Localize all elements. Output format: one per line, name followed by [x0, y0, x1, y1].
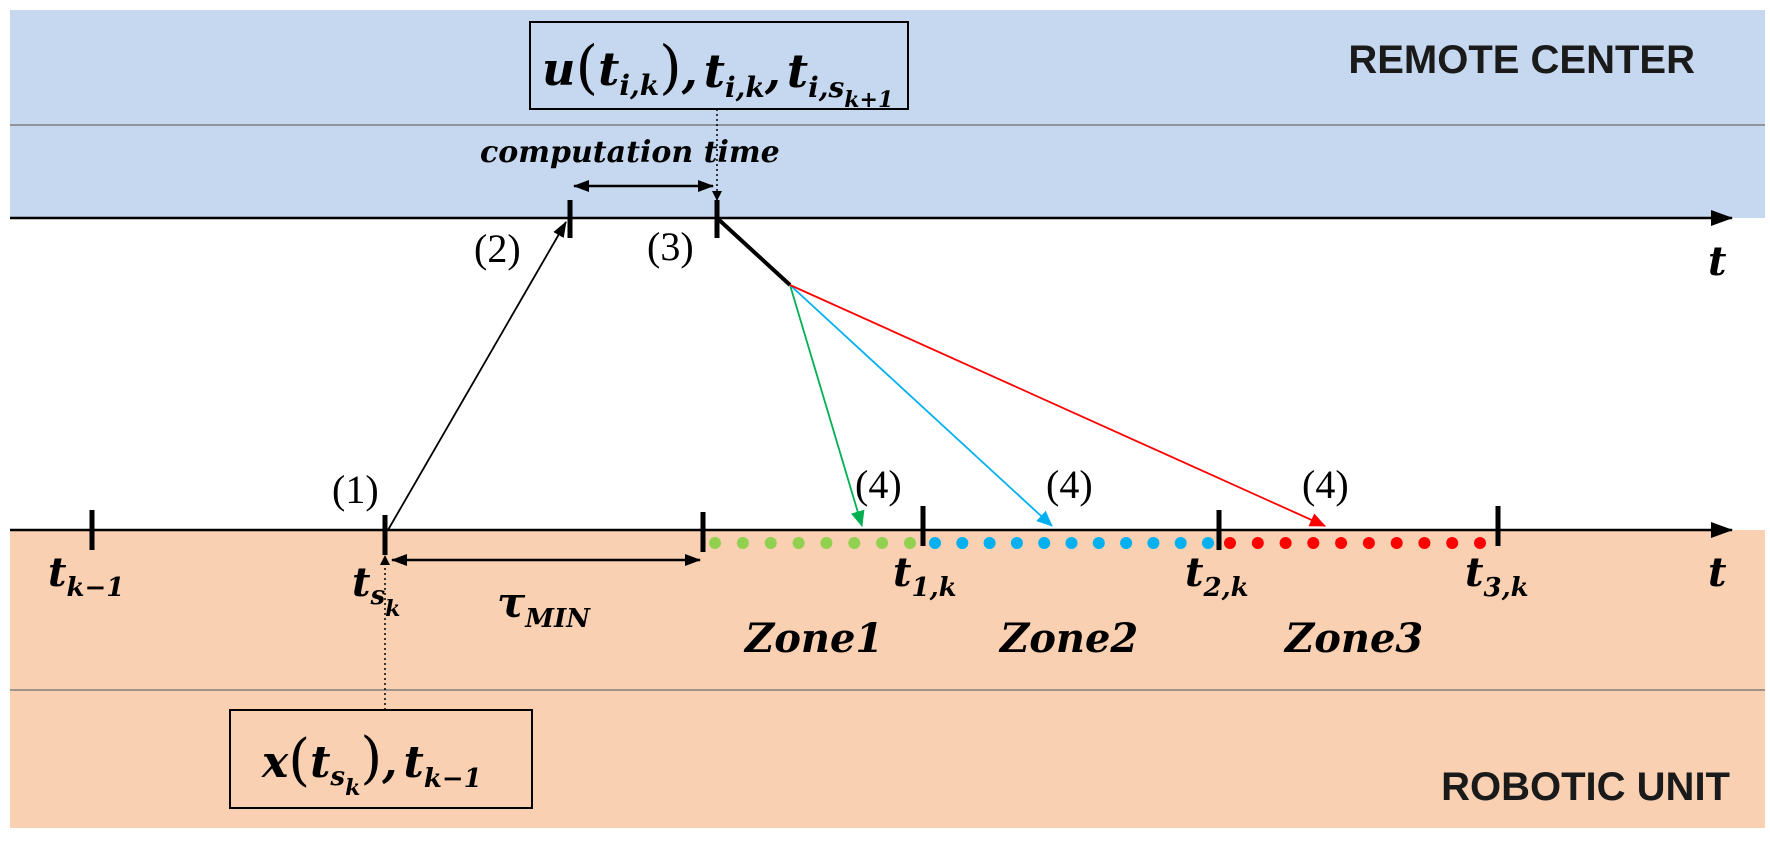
zone3-dot	[1446, 537, 1459, 549]
zone3-dot	[1307, 537, 1320, 549]
label-t-2-k: t2,k	[1185, 549, 1249, 603]
remote-center-band	[10, 10, 1765, 218]
top-axis-label: t	[1708, 238, 1727, 285]
uplink-arrow	[387, 221, 567, 531]
zone3-label: Zone3	[1283, 615, 1423, 662]
robotic-unit-label: ROBOTIC UNIT	[1441, 765, 1730, 809]
label-t-s-k: tsk	[352, 559, 400, 622]
zone3-dot	[1390, 537, 1403, 549]
zone1-dots	[709, 537, 916, 549]
zone2-dot	[1120, 537, 1133, 549]
control-output-formula: u(ti,k),ti,k,ti,sk+1	[542, 33, 893, 113]
label-t-3-k: t3,k	[1465, 549, 1529, 603]
zone2-dot	[929, 537, 941, 549]
step-2-label: (2)	[474, 226, 521, 271]
zone3-dot	[1474, 537, 1486, 549]
zone2-dot	[1147, 537, 1160, 549]
zone2-dot	[983, 537, 996, 549]
tau-min-label: τMIN	[497, 578, 591, 634]
u-arg: t	[598, 42, 619, 96]
zone1-dot	[709, 537, 721, 549]
remote-center-label: REMOTE CENTER	[1348, 38, 1695, 82]
step-4-zone2-label: (4)	[1046, 462, 1093, 507]
step-4-zone1-label: (4)	[855, 462, 902, 507]
downlink-arrow-zone3	[789, 284, 1326, 527]
step-3-label: (3)	[647, 224, 694, 269]
zone3-dot	[1418, 537, 1431, 549]
state-input-box	[229, 709, 533, 809]
downlink-arrow-zone2	[789, 284, 1053, 527]
label-t-k-minus-1: tk−1	[48, 549, 124, 603]
zone1-dot	[764, 537, 777, 549]
zone3-dots	[1224, 537, 1486, 549]
zone3-dot	[1335, 537, 1348, 549]
step-4-zone3-label: (4)	[1302, 462, 1349, 507]
zone1-dot	[848, 537, 861, 549]
zone2-dot	[1065, 537, 1078, 549]
u-arg-sub: i,k	[619, 69, 659, 102]
label-t-1-k: t1,k	[893, 549, 957, 603]
zone3-dot	[1224, 537, 1236, 549]
bottom-axis-label: t	[1708, 549, 1727, 596]
zone2-dot	[1010, 537, 1023, 549]
zone1-dot	[904, 537, 916, 549]
zone2-dot	[1092, 537, 1105, 549]
zone1-dot	[736, 537, 749, 549]
zone1-dot	[820, 537, 833, 549]
robotic-unit-band	[10, 530, 1765, 828]
zone2-dot	[1202, 537, 1214, 549]
computation-time-label: computation time	[480, 135, 780, 170]
state-input-formula: x(tsk),tk−1	[261, 726, 482, 801]
zone1-dot	[876, 537, 889, 549]
control-output-box	[529, 21, 909, 110]
downlink-arrow-zone1	[789, 284, 865, 527]
zone2-dots	[929, 537, 1214, 549]
zone3-dot	[1251, 537, 1264, 549]
zone2-dot	[1038, 537, 1051, 549]
downlink-trunk	[715, 216, 792, 287]
zone2-dot	[1174, 537, 1187, 549]
step-1-label: (1)	[332, 467, 379, 512]
zone3-dot	[1362, 537, 1375, 549]
u-symbol: u	[542, 42, 575, 96]
zone3-dot	[1279, 537, 1292, 549]
zone1-label: Zone1	[743, 615, 883, 662]
zone2-dot	[956, 537, 969, 549]
zone1-dot	[792, 537, 805, 549]
zone2-label: Zone2	[998, 615, 1138, 662]
